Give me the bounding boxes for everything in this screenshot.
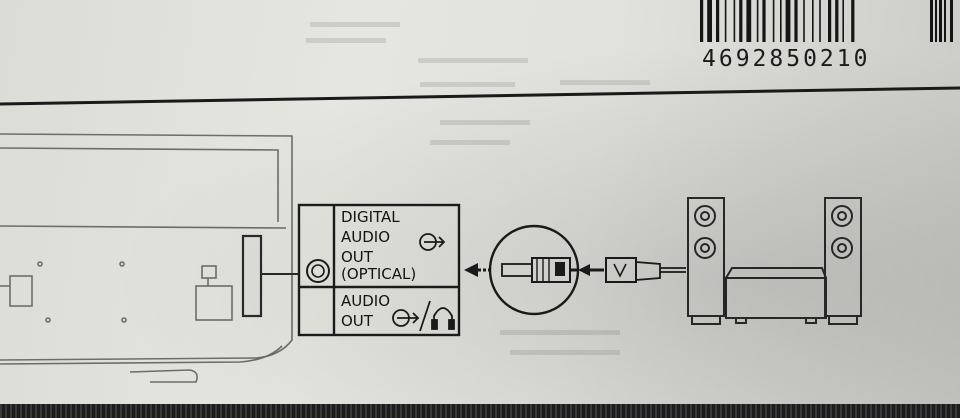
audio-label-line1: AUDIO bbox=[341, 292, 391, 310]
digital-label-line4: (OPTICAL) bbox=[341, 265, 417, 283]
audio-out-arrow-icon bbox=[419, 233, 446, 251]
speaker-icon bbox=[687, 197, 862, 325]
headphone-out-icon bbox=[392, 300, 455, 332]
audio-label-line2: OUT bbox=[341, 312, 373, 330]
tv-port-strip bbox=[241, 234, 263, 318]
barcode bbox=[700, 0, 953, 42]
digital-label-line2: AUDIO bbox=[341, 228, 391, 246]
receiver-icon bbox=[725, 267, 827, 324]
show-through-text bbox=[306, 22, 650, 355]
divider-line bbox=[0, 86, 960, 106]
paper-sheet bbox=[0, 0, 960, 404]
digital-label-line3: OUT bbox=[341, 248, 373, 266]
digital-label-line1: DIGITAL bbox=[341, 208, 400, 226]
carpet-edge bbox=[0, 404, 960, 418]
optical-port-icon bbox=[306, 259, 330, 283]
plug-in-arrow-icon bbox=[464, 263, 492, 277]
barcode-number: 4692850210 bbox=[702, 46, 871, 72]
tv-rear-icon bbox=[0, 133, 293, 383]
optical-cable-icon bbox=[488, 224, 686, 316]
port-panel bbox=[297, 203, 461, 337]
